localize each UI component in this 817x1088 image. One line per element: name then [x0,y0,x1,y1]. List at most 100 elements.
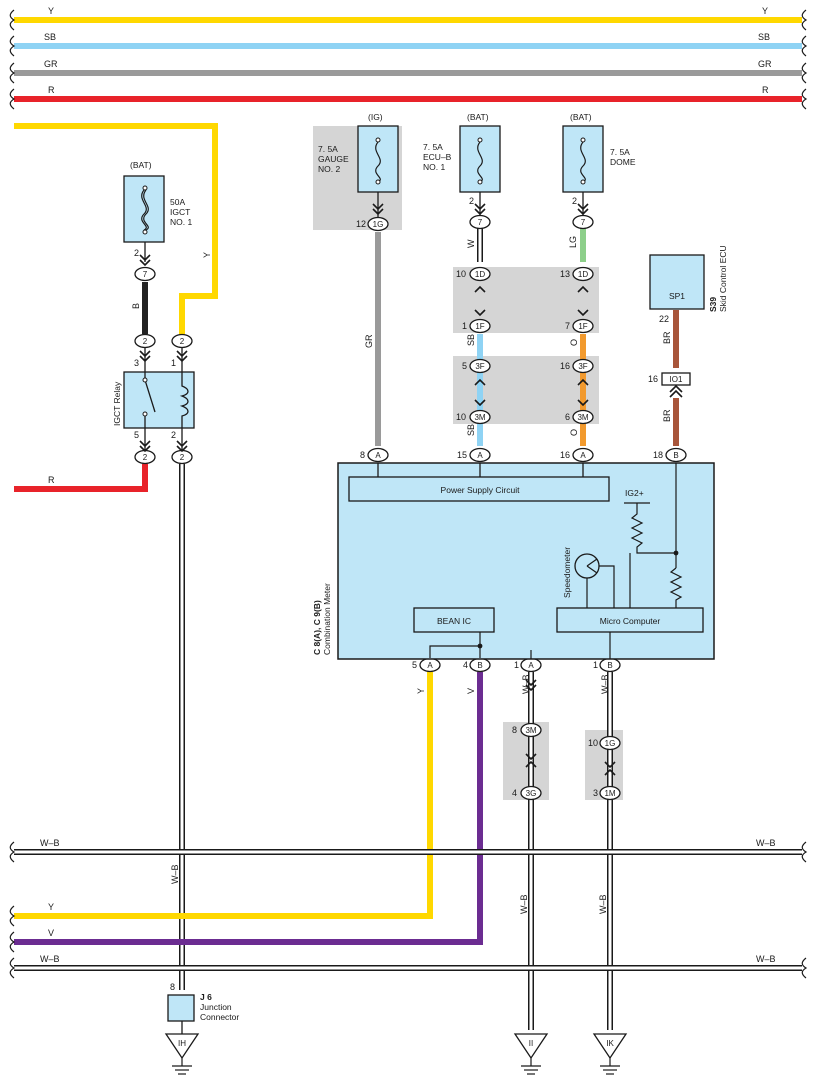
fuse-gauge: (IG) 7. 5A GAUGE NO. 2 [318,112,399,218]
top-bus-group: Y Y SB SB GR GR R R [9,6,807,110]
svg-text:6: 6 [565,412,570,422]
svg-text:W–B: W–B [756,954,776,964]
svg-text:W–B: W–B [40,838,60,848]
svg-text:1D: 1D [578,270,588,279]
svg-text:5: 5 [412,660,417,670]
micro-computer [556,607,704,633]
svg-text:BR: BR [662,331,672,344]
svg-text:1: 1 [593,660,598,670]
svg-text:3M: 3M [577,413,588,422]
ground-ik: IK [592,1033,628,1075]
svg-text:3G: 3G [526,789,537,798]
svg-text:II: II [529,1039,533,1048]
svg-text:1D: 1D [475,270,485,279]
svg-text:Connector: Connector [200,1012,239,1022]
svg-text:IGCT Relay: IGCT Relay [112,381,122,426]
svg-text:1F: 1F [475,322,484,331]
svg-text:A: A [477,451,483,460]
svg-text:SB: SB [44,32,56,42]
svg-text:A: A [528,661,534,670]
svg-text:J 6: J 6 [200,992,212,1002]
svg-text:SB: SB [758,32,770,42]
plug-3M-lower: 3M 8 [512,679,542,768]
meter-pin-15A: A 15 [457,447,491,463]
svg-text:B: B [477,661,482,670]
svg-text:2: 2 [180,337,185,346]
svg-text:W–B: W–B [40,954,60,964]
plug-1F-dome: 1F 7 [565,318,594,334]
svg-text:NO. 1: NO. 1 [170,217,192,227]
svg-text:B: B [673,451,678,460]
svg-text:1M: 1M [604,789,615,798]
igct-relay: 3 1 5 2 IGCT Relay [112,348,195,453]
speedometer-gauge: Speedometer [562,547,631,608]
plug-1D-ecub: 1D 10 [456,266,491,282]
svg-text:Junction: Junction [200,1002,232,1012]
svg-text:3F: 3F [578,362,587,371]
bus-r-top: R R [9,85,807,110]
meter-pin-1B: B 1 [593,657,621,673]
meter-pin-5A: A 5 [412,657,441,673]
svg-text:8: 8 [360,450,365,460]
svg-text:2: 2 [143,337,148,346]
svg-text:B: B [131,303,141,309]
meter-pin-8A: A 8 [360,447,389,463]
svg-text:R: R [762,85,769,95]
svg-text:W–B: W–B [598,894,608,914]
svg-text:16: 16 [560,450,570,460]
svg-text:10: 10 [456,269,466,279]
svg-text:B: B [607,661,612,670]
svg-text:O: O [569,339,579,346]
plug-relay-top-right: 2 [171,333,193,349]
svg-text:8: 8 [170,982,175,992]
svg-text:IGCT: IGCT [170,207,190,217]
fuse-ecub: (BAT) 7. 5A ECU–B NO. 1 2 [423,112,501,216]
svg-text:16: 16 [648,374,658,384]
svg-text:4: 4 [463,660,468,670]
svg-text:BEAN IC: BEAN IC [437,616,471,626]
ground-ii: II [513,1033,549,1075]
plug-3G-lower: 3G 4 [512,785,542,801]
svg-text:(BAT): (BAT) [467,112,489,122]
svg-text:12: 12 [356,219,366,229]
svg-text:1: 1 [514,660,519,670]
svg-text:7: 7 [565,321,570,331]
svg-text:(IG): (IG) [368,112,383,122]
fuse-igct: (BAT) 50A IGCT NO. 1 2 [123,160,192,266]
svg-text:A: A [427,661,433,670]
svg-text:1F: 1F [578,322,587,331]
svg-text:Micro Computer: Micro Computer [600,616,661,626]
svg-text:Y: Y [202,252,212,258]
svg-text:Speedometer: Speedometer [562,547,572,598]
meter-pin-1A: A 1 [514,657,542,673]
plug-3F-ecub: 3F 5 [462,358,491,374]
wb-bus-upper: W–B W–B [9,838,807,863]
svg-text:15: 15 [457,450,467,460]
plug-1F-ecub: 1F 1 [462,318,491,334]
svg-text:1: 1 [462,321,467,331]
svg-text:7. 5A: 7. 5A [318,144,338,154]
svg-text:3M: 3M [474,413,485,422]
svg-text:SP1: SP1 [669,291,685,301]
svg-text:DOME: DOME [610,157,636,167]
svg-text:O: O [569,429,579,436]
plug-relay-bottom-left: 2 [134,449,156,465]
wb-bus-lower: W–B W–B [9,954,807,979]
plug-relay-top-left: 2 [134,333,156,349]
svg-text:A: A [375,451,381,460]
svg-text:BR: BR [662,409,672,422]
v-bus-lower: V [9,928,54,953]
svg-text:R: R [48,475,55,485]
fuse-dome: (BAT) 7. 5A DOME 2 [562,112,636,216]
plug-3M-ecub: 3M 10 [456,409,491,425]
svg-text:GR: GR [364,334,374,348]
svg-text:22: 22 [659,314,669,324]
plug-IO1: IO1 16 [648,372,691,398]
svg-text:W–B: W–B [756,838,776,848]
bean-ic [413,607,495,633]
svg-text:GAUGE: GAUGE [318,154,349,164]
svg-text:7: 7 [143,270,148,279]
svg-text:2: 2 [143,453,148,462]
svg-text:R: R [48,85,55,95]
